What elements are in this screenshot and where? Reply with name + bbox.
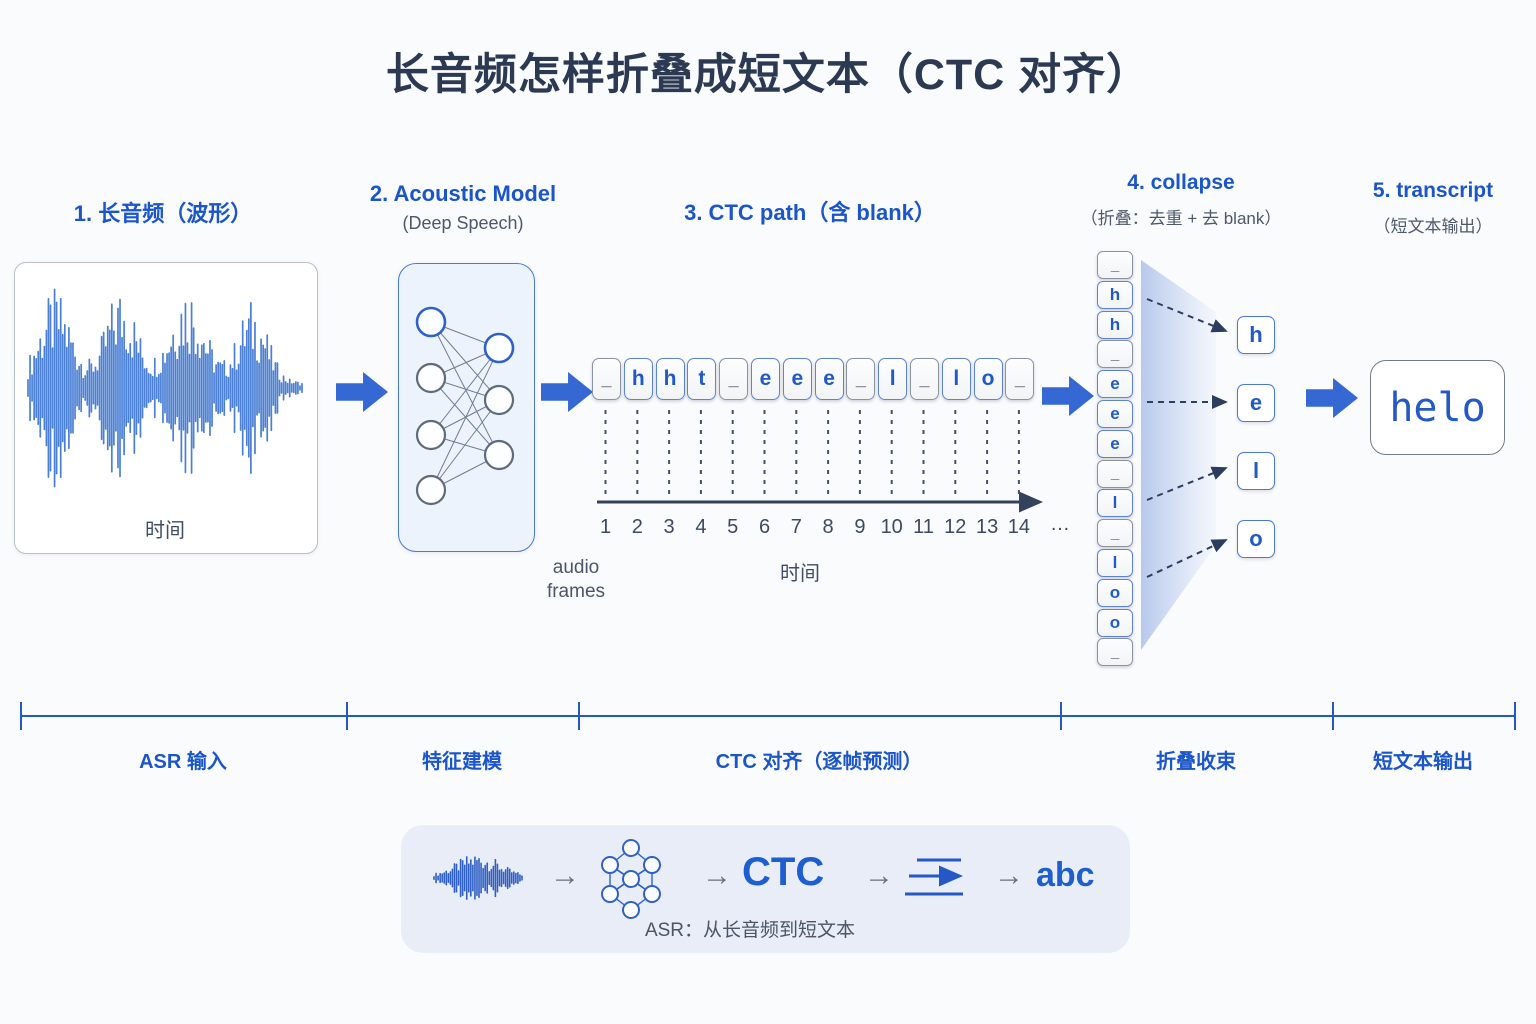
bottom-axis-tick [1060,702,1062,730]
summary-arrow-icon: → [550,859,580,892]
ctc-token-letter: t [687,358,717,400]
summary-arrow-icon: → [864,859,894,892]
bottom-axis-line [20,715,1516,717]
ctc-token-letter: h [623,358,653,400]
column-token-letter: h [1097,310,1133,339]
frame-number: 3 [663,516,675,538]
column-token-blank: _ [1097,251,1133,279]
transcript-panel: helo [1370,360,1505,455]
column-token-letter: l [1097,549,1133,577]
bottom-axis-segment-label: 折叠收束 [1156,751,1236,773]
step2-subtitle: (Deep Speech) [402,213,524,233]
audio-frames-axis-label: audio frames [546,557,606,602]
frame-number: 8 [822,516,834,538]
ctc-token-blank: _ [592,358,621,400]
frames-ellipsis: … [1050,513,1070,535]
column-token-blank: _ [1097,340,1133,369]
frame-number: 4 [695,516,707,538]
bottom-axis-segment-label: ASR 输入 [139,751,227,773]
bottom-axis-tick [346,702,348,730]
summary-ctc-label: CTC [742,850,825,894]
column-token-letter: l [1097,489,1133,518]
frame-number: 11 [913,516,934,538]
bottom-axis-segment-label: 短文本输出 [1373,751,1473,773]
frame-time-axis-label: 时间 [780,563,820,585]
ctc-token-letter: l [878,358,908,400]
step3-label: 3. CTC path（含 blank） [684,200,936,225]
ctc-token-letter: o [973,358,1003,400]
waveform-icon [27,288,303,488]
collapsed-letter: o [1237,520,1275,558]
column-token-letter: h [1097,280,1133,309]
frame-number: 13 [975,516,999,538]
summary-waveform-icon [433,856,523,900]
summary-collapse-icon [905,858,963,896]
bottom-axis-segment-label: 特征建模 [422,751,502,773]
bottom-axis-tick [578,702,580,730]
step5-label: 5. transcript [1372,179,1494,202]
bottom-axis-segment-label: CTC 对齐（逐帧预测） [715,751,923,773]
collapsed-letter: e [1237,384,1275,422]
ctc-token-letter: e [814,358,844,400]
ctc-token-letter: l [941,358,971,400]
step4-subtitle: （折叠：去重 + 去 blank） [1080,209,1282,228]
frame-number: 1 [599,516,612,538]
frame-number: 2 [631,516,643,538]
bottom-axis-tick [1514,702,1516,730]
frame-number: 12 [944,516,967,538]
column-token-letter: e [1097,370,1133,399]
column-token-letter: o [1097,578,1133,607]
collapsed-letter: h [1237,316,1275,354]
frame-dashed-lines [604,410,1020,495]
ctc-token-letter: h [655,358,685,400]
frame-number: 7 [790,516,802,538]
column-token-blank: _ [1097,459,1133,488]
step4-label: 4. collapse [1127,171,1235,194]
column-token-letter: e [1097,429,1133,458]
frame-number: 9 [854,516,866,538]
collapse-funnel [1141,260,1216,650]
neural-network-icon [415,306,515,506]
ctc-token-blank: _ [1005,358,1035,400]
ctc-token-letter: e [751,358,780,400]
transcript-text: helo [1389,384,1486,431]
ctc-token-blank: _ [719,358,749,400]
frame-number: 6 [758,516,771,538]
step5-subtitle: （短文本输出） [1373,217,1493,236]
step2-label: 2. Acoustic Model [369,181,557,206]
ctc-token-letter: e [782,358,812,400]
bottom-axis-tick [20,702,22,730]
frame-number: 14 [1007,516,1031,538]
summary-abc-label: abc [1036,856,1095,894]
column-token-letter: e [1097,400,1133,428]
summary-bar [401,825,1130,953]
collapse-dashed-arrows [1146,298,1228,578]
summary-arrow-icon: → [702,859,732,892]
ctc-token-blank: _ [846,358,876,400]
summary-network-icon [601,839,661,919]
summary-caption: ASR：从长音频到短文本 [644,920,856,941]
step1-label: 1. 长音频（波形） [73,201,253,226]
frame-number: 10 [880,516,903,538]
frame-number: 5 [727,516,739,538]
column-token-letter: o [1097,608,1133,637]
waveform-time-label: 时间 [145,520,185,542]
column-token-blank: _ [1097,519,1133,548]
column-token-blank: _ [1097,638,1133,667]
page-title: 长音频怎样折叠成短文本（CTC 对齐） [385,51,1151,99]
summary-arrow-icon: → [994,859,1024,892]
collapsed-letter: l [1237,452,1275,490]
bottom-axis-tick [1332,702,1334,730]
ctc-token-blank: _ [910,358,939,400]
